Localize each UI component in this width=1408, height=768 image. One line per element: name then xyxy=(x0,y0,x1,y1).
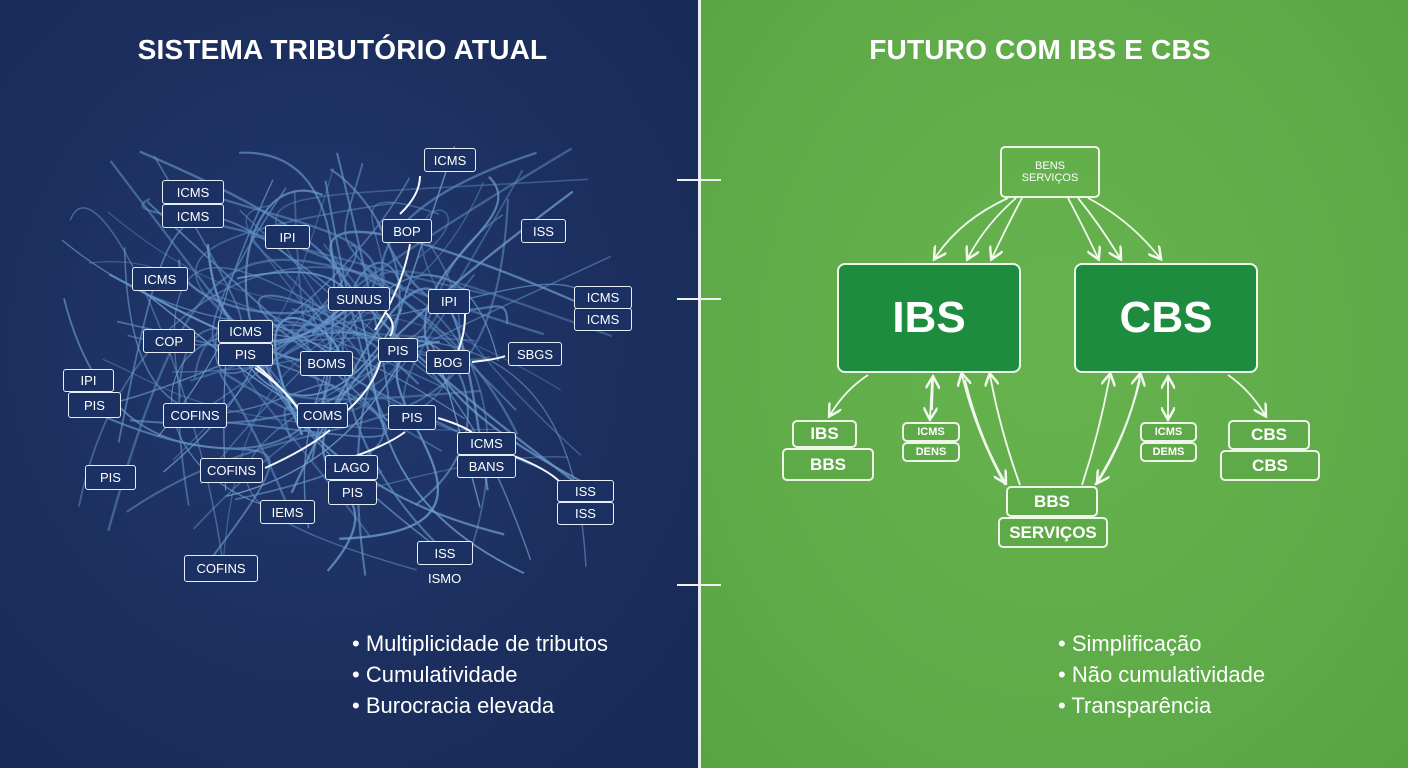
tax-box: BOP xyxy=(382,219,432,243)
tax-box: ICMS xyxy=(574,286,632,309)
bullet-item: Não cumulatividade xyxy=(1058,659,1265,690)
tax-box: PIS xyxy=(85,465,136,490)
highlight-arrow xyxy=(384,311,394,337)
highlight-arrow xyxy=(347,361,381,411)
highlight-arrow xyxy=(264,429,331,469)
tax-box: ICMS xyxy=(162,180,224,204)
tax-box: PIS xyxy=(68,392,121,418)
sub-tax-box: CBS xyxy=(1220,450,1320,481)
connection-line xyxy=(250,235,488,368)
connection-line xyxy=(146,201,388,438)
connection-line xyxy=(129,168,401,425)
tax-box: ICMS xyxy=(574,308,632,331)
sub-tax-box: BBS xyxy=(782,448,874,481)
tax-box: ISS xyxy=(557,480,614,502)
tax-box: LAGO xyxy=(325,455,378,480)
divider-tick xyxy=(677,584,721,586)
highlight-arrow xyxy=(513,455,561,483)
services-label: SERVIÇOS xyxy=(1021,172,1079,184)
connection-line xyxy=(329,230,592,495)
connection-line xyxy=(275,178,589,373)
future-system-panel xyxy=(701,0,1408,768)
connection-line xyxy=(341,261,458,564)
tax-box: ISS xyxy=(557,502,614,525)
connection-line xyxy=(293,169,524,412)
connection-line xyxy=(244,189,505,536)
tax-box: COFINS xyxy=(184,555,258,582)
connection-line xyxy=(184,183,377,371)
ibs-box: IBS xyxy=(837,263,1021,373)
tax-box: ICMS xyxy=(218,320,273,343)
tax-box: IPI xyxy=(265,225,310,249)
tax-box: IPI xyxy=(428,289,470,314)
future-benefits-list: Simplificação Não cumulatividade Transpa… xyxy=(1058,628,1265,721)
bullet-item: Transparência xyxy=(1058,690,1265,721)
left-title: SISTEMA TRIBUTÓRIO ATUAL xyxy=(137,34,548,65)
tax-box: ICMS xyxy=(424,148,476,172)
right-title: FUTURO COM IBS E CBS xyxy=(869,34,1211,65)
highlight-arrow xyxy=(374,243,411,331)
divider-tick xyxy=(677,298,721,300)
tax-box: PIS xyxy=(388,405,436,430)
sub-tax-box: DENS xyxy=(902,442,960,462)
tax-box: ISS xyxy=(417,541,473,565)
sub-tax-box: SERVIÇOS xyxy=(998,517,1108,548)
tax-box: BANS xyxy=(457,455,516,478)
tax-box: ICMS xyxy=(457,432,516,455)
tax-box: PIS xyxy=(328,480,377,505)
bullet-item: Cumulatividade xyxy=(352,659,608,690)
tax-box: SBGS xyxy=(508,342,562,366)
goods-label: BENS xyxy=(1035,160,1065,172)
connection-line xyxy=(139,150,343,315)
highlight-arrow xyxy=(471,355,506,363)
sub-tax-box: ICMS xyxy=(902,422,960,442)
sub-tax-box: CBS xyxy=(1228,420,1310,450)
tax-box: PIS xyxy=(378,338,418,362)
tax-box: PIS xyxy=(218,343,273,366)
tax-box: COFINS xyxy=(163,403,227,428)
sub-tax-box: DEMS xyxy=(1140,442,1197,462)
sub-tax-box: BBS xyxy=(1006,486,1098,517)
connection-line xyxy=(78,266,489,551)
cbs-box: CBS xyxy=(1074,263,1258,373)
connection-line xyxy=(321,190,574,572)
connection-line xyxy=(218,370,297,503)
tax-box: ISS xyxy=(521,219,566,243)
tax-box: SUNUS xyxy=(328,287,390,311)
tax-box: COP xyxy=(143,329,195,353)
tax-box: BOMS xyxy=(300,351,353,376)
current-issues-list: Multiplicidade de tributos Cumulatividad… xyxy=(352,628,608,721)
connection-line xyxy=(222,181,485,559)
tax-box: IEMS xyxy=(260,500,315,524)
bullet-item: Burocracia elevada xyxy=(352,690,608,721)
tax-box: COMS xyxy=(297,403,348,428)
flow-arrows xyxy=(0,197,1408,620)
bullet-item: Multiplicidade de tributos xyxy=(352,628,608,659)
connection-line xyxy=(344,162,517,411)
tax-box: IPI xyxy=(63,369,114,392)
ismo-label: ISMO xyxy=(428,571,462,586)
connection-line xyxy=(194,202,443,452)
goods-services-box: BENS SERVIÇOS xyxy=(1000,146,1100,198)
tax-box: COFINS xyxy=(200,458,263,483)
sub-tax-box: IBS xyxy=(792,420,857,448)
sub-tax-box: ICMS xyxy=(1140,422,1197,442)
divider-tick xyxy=(677,179,721,181)
tax-box: BOG xyxy=(426,350,470,374)
connection-line xyxy=(245,255,612,571)
divider xyxy=(698,0,701,768)
highlight-arrow xyxy=(399,175,421,215)
bullet-item: Simplificação xyxy=(1058,628,1265,659)
tax-box: ICMS xyxy=(132,267,188,291)
tax-box: ICMS xyxy=(162,204,224,228)
